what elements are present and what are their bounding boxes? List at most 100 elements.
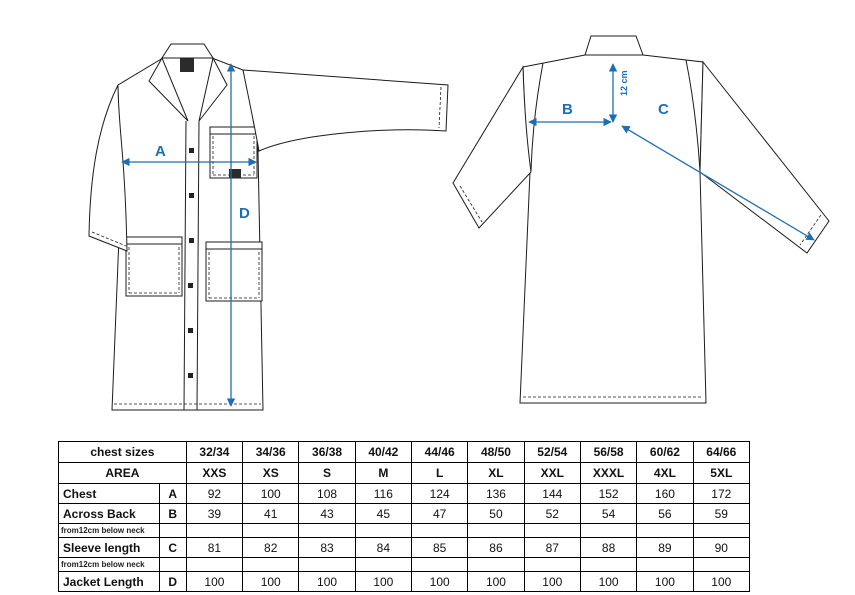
measure-label-d: D bbox=[239, 205, 250, 222]
value-cell: 59 bbox=[692, 503, 751, 524]
measure-across-back-b: B bbox=[528, 101, 612, 127]
value-cell: 47 bbox=[410, 503, 469, 524]
back-left-cuff-stitch bbox=[459, 185, 483, 223]
front-body bbox=[111, 57, 264, 411]
empty-cell bbox=[579, 523, 638, 538]
row-letter: A bbox=[158, 483, 187, 504]
value-cell: 172 bbox=[692, 483, 751, 504]
measure-sleeve-length-c: C bbox=[621, 101, 815, 241]
empty-cell bbox=[158, 523, 187, 538]
header-chest-sizes: chest sizes bbox=[58, 441, 187, 463]
header-size-label: 4XL bbox=[636, 462, 694, 484]
value-cell: 100 bbox=[354, 571, 413, 592]
value-cell: 152 bbox=[579, 483, 638, 504]
header-size-label: M bbox=[354, 462, 413, 484]
header-size-label: XL bbox=[467, 462, 525, 484]
value-cell: 124 bbox=[410, 483, 469, 504]
header-size-label: L bbox=[410, 462, 469, 484]
value-cell: 100 bbox=[467, 571, 525, 592]
front-placket bbox=[183, 120, 200, 411]
value-cell: 100 bbox=[242, 483, 300, 504]
row-letter: B bbox=[158, 503, 187, 524]
header-size: 40/42 bbox=[354, 441, 413, 463]
value-cell: 100 bbox=[410, 571, 469, 592]
value-cell: 82 bbox=[242, 537, 300, 558]
front-left-sleeve bbox=[88, 84, 128, 252]
header-size: 64/66 bbox=[692, 441, 751, 463]
value-cell: 89 bbox=[636, 537, 694, 558]
value-cell: 52 bbox=[523, 503, 581, 524]
front-lower-left-pocket bbox=[125, 236, 183, 297]
value-cell: 90 bbox=[692, 537, 751, 558]
empty-cell bbox=[636, 523, 694, 538]
empty-cell bbox=[467, 523, 525, 538]
row-label: Jacket Length bbox=[58, 571, 160, 592]
value-cell: 86 bbox=[467, 537, 525, 558]
header-size-label: XXXL bbox=[579, 462, 638, 484]
value-cell: 87 bbox=[523, 537, 581, 558]
value-cell: 92 bbox=[185, 483, 244, 504]
value-cell: 100 bbox=[579, 571, 638, 592]
value-cell: 136 bbox=[467, 483, 525, 504]
size-diagram: A D B bbox=[88, 35, 830, 411]
value-cell: 144 bbox=[523, 483, 581, 504]
header-size: 34/36 bbox=[242, 441, 300, 463]
note-row: from12cm below neck bbox=[58, 523, 751, 538]
value-cell: 100 bbox=[298, 571, 356, 592]
front-coat-drawing: A D bbox=[88, 43, 449, 411]
note-row: from12cm below neck bbox=[58, 557, 751, 572]
front-collar bbox=[148, 43, 228, 122]
front-right-sleeve bbox=[242, 69, 449, 152]
empty-cell bbox=[467, 557, 525, 572]
row-label: Sleeve length bbox=[58, 537, 160, 558]
value-cell: 108 bbox=[298, 483, 356, 504]
front-lower-right-pocket bbox=[205, 241, 263, 302]
value-cell: 50 bbox=[467, 503, 525, 524]
empty-cell bbox=[636, 557, 694, 572]
empty-cell bbox=[354, 557, 413, 572]
header-size: 44/46 bbox=[410, 441, 469, 463]
value-cell: 100 bbox=[185, 571, 244, 592]
value-cell: 39 bbox=[185, 503, 244, 524]
header-size-label: XS bbox=[242, 462, 300, 484]
value-cell: 45 bbox=[354, 503, 413, 524]
value-cell: 84 bbox=[354, 537, 413, 558]
row-note: from12cm below neck bbox=[58, 523, 160, 538]
header-size-label: S bbox=[298, 462, 356, 484]
value-cell: 116 bbox=[354, 483, 413, 504]
header-size: 52/54 bbox=[523, 441, 581, 463]
back-coat-drawing: B 12 cm C bbox=[452, 35, 830, 404]
front-left-cuff-stitch bbox=[91, 231, 127, 247]
value-cell: 41 bbox=[242, 503, 300, 524]
back-right-sleeve bbox=[699, 60, 830, 254]
back-left-sleeve bbox=[452, 65, 532, 229]
value-cell: 43 bbox=[298, 503, 356, 524]
front-buttons bbox=[188, 148, 194, 378]
empty-cell bbox=[523, 523, 581, 538]
row-letter: C bbox=[158, 537, 187, 558]
value-cell: 85 bbox=[410, 537, 469, 558]
empty-cell bbox=[354, 523, 413, 538]
header-size: 60/62 bbox=[636, 441, 694, 463]
empty-cell bbox=[410, 557, 469, 572]
value-cell: 81 bbox=[185, 537, 244, 558]
measure-label-c: C bbox=[658, 101, 669, 118]
value-cell: 100 bbox=[692, 571, 751, 592]
empty-cell bbox=[692, 523, 751, 538]
value-cell: 100 bbox=[523, 571, 581, 592]
empty-cell bbox=[579, 557, 638, 572]
row-letter: D bbox=[158, 571, 187, 592]
value-cell: 100 bbox=[242, 571, 300, 592]
measure-label-12cm: 12 cm bbox=[619, 70, 629, 96]
empty-cell bbox=[185, 557, 244, 572]
front-right-cuff-stitch bbox=[438, 86, 442, 129]
measure-12cm: 12 cm bbox=[608, 63, 629, 123]
